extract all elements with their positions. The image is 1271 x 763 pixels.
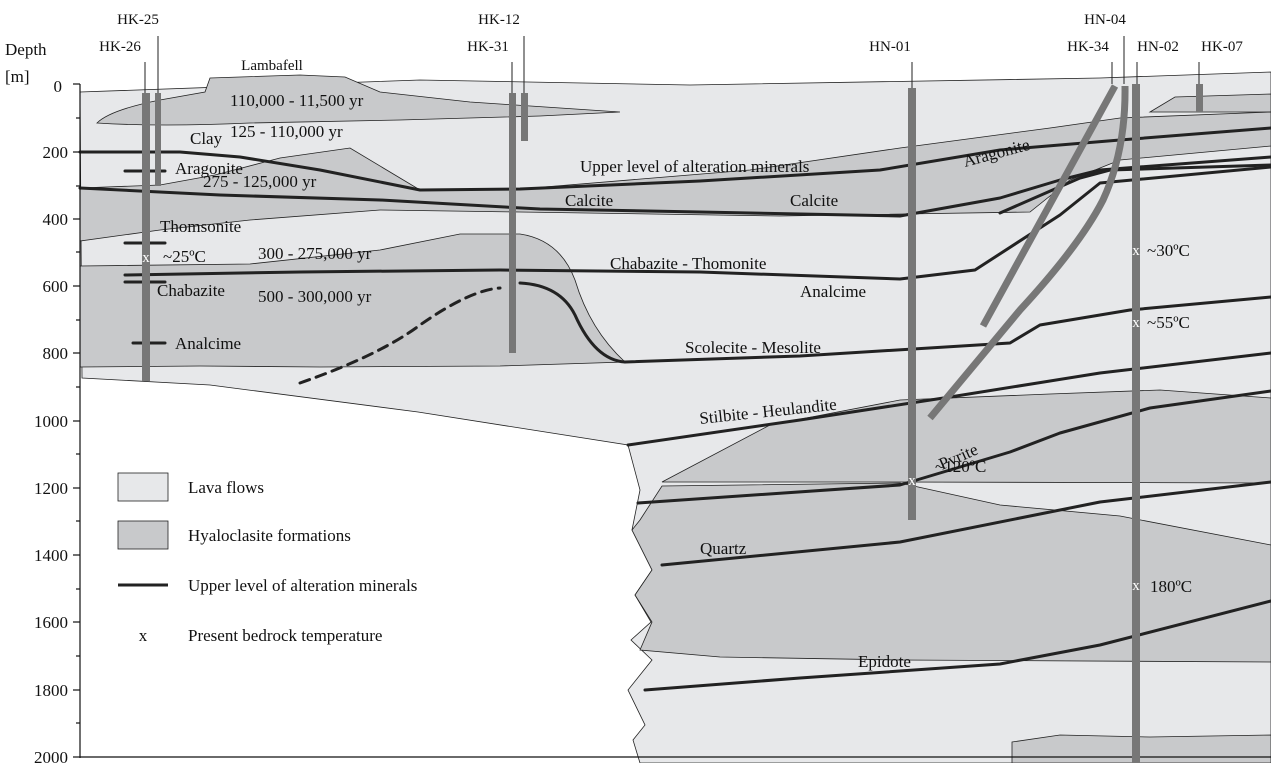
axis-title-depth: Depth — [5, 40, 47, 59]
mineral-scolecite-mesolite: Scolecite - Mesolite — [685, 338, 821, 357]
tick-label-200: 200 — [43, 143, 69, 162]
well-label-hn01: HN-01 — [869, 39, 911, 55]
well-hk12 — [521, 93, 528, 141]
tick-label-1200: 1200 — [34, 479, 68, 498]
boreholes — [142, 36, 1203, 763]
legend-label-hyalo: Hyaloclasite formations — [188, 526, 351, 545]
pyrite-line — [636, 389, 1271, 505]
axis-title-unit: [m] — [5, 67, 30, 86]
temp-marker-hn02-55: x — [1132, 315, 1140, 331]
mineral-aragonite-left: Aragonite — [175, 159, 243, 178]
tick-label-1400: 1400 — [34, 546, 68, 565]
temp-120: ~120ºC — [935, 457, 986, 476]
tick-label-0: 0 — [54, 77, 63, 96]
chabazite-dome-line — [518, 281, 627, 364]
aragonite-level-line — [78, 126, 1271, 192]
tick-label-600: 600 — [43, 277, 69, 296]
well-labels: HK-25 HK-26 HK-12 HK-31 HN-01 HN-04 HK-3… — [99, 12, 1243, 74]
age-label-3: 275 - 125,000 yr — [203, 172, 317, 191]
well-hk31 — [509, 93, 516, 353]
clay-level-line — [998, 163, 1271, 215]
temperature-markers: x ~25ºC x ~30ºC x ~55ºC x ~120ºC x 180ºC — [142, 241, 1192, 596]
mineral-calcite-2: Calcite — [790, 191, 838, 210]
tick-label-2000: 2000 — [34, 748, 68, 763]
mineral-chabazite-thomonite: Chabazite - Thomonite — [610, 254, 766, 273]
well-hk25 — [155, 93, 161, 186]
temp-marker-hn02-180: x — [1132, 578, 1140, 594]
age-label-5: 500 - 300,000 yr — [258, 287, 372, 306]
legend: Lava flows Hyaloclasite formations Upper… — [117, 472, 417, 645]
well-label-hn02: HN-02 — [1137, 39, 1179, 55]
mineral-calcite-1: Calcite — [565, 191, 613, 210]
hyaloclastite-bottom-lens — [1011, 734, 1271, 763]
alteration-lines — [78, 126, 1271, 692]
well-hk34-deviated — [979, 84, 1119, 328]
well-hn04-deviated — [927, 85, 1129, 421]
legend-label-upper: Upper level of alteration minerals — [188, 576, 417, 595]
temp-marker-hk26: x — [142, 250, 150, 266]
well-hk07 — [1196, 84, 1203, 112]
mineral-epidote: Epidote — [858, 652, 911, 671]
well-label-hk34: HK-34 — [1067, 39, 1109, 55]
tick-label-1000: 1000 — [34, 412, 68, 431]
epidote-line — [643, 599, 1271, 692]
tick-label-1600: 1600 — [34, 613, 68, 632]
tick-label-800: 800 — [43, 344, 69, 363]
mineral-thomsonite: Thomsonite — [160, 217, 241, 236]
depth-axis: Depth [m] 0 200 400 600 800 1000 1200 14… — [5, 40, 1271, 763]
geology-units — [79, 71, 1271, 763]
mineral-clay: Clay — [190, 129, 223, 148]
hyaloclastite-right-upper — [1148, 93, 1271, 113]
legend-label-temp: Present bedrock temperature — [188, 626, 382, 645]
well-label-hk25: HK-25 — [117, 12, 159, 28]
well-hn02 — [1132, 84, 1140, 763]
well-label-hk26: HK-26 — [99, 39, 141, 55]
mineral-analcime-left: Analcime — [175, 334, 241, 353]
temp-25: ~25ºC — [163, 247, 206, 266]
well-label-hk31: HK-31 — [467, 39, 509, 55]
hyaloclastite-upper-band — [79, 111, 1271, 242]
well-hn01 — [908, 88, 916, 520]
legend-marker-x: x — [139, 626, 148, 645]
quartz-line — [660, 480, 1271, 567]
mineral-upper-level: Upper level of alteration minerals — [580, 157, 809, 176]
hyaloclastite-deep-body — [631, 482, 1271, 663]
legend-swatch-hyalo — [117, 520, 169, 550]
temp-180: 180ºC — [1150, 577, 1192, 596]
age-label-2: 125 - 110,000 yr — [230, 122, 343, 141]
calcite-level-line — [78, 155, 1271, 218]
temp-marker-hn02-30: x — [1132, 243, 1140, 259]
chabazite-dashed-line — [298, 286, 502, 385]
mineral-quartz: Quartz — [700, 539, 747, 558]
temp-marker-hn01-120: x — [908, 473, 916, 489]
legend-label-lava: Lava flows — [188, 478, 264, 497]
age-labels: 110,000 - 11,500 yr 125 - 110,000 yr 275… — [203, 91, 372, 306]
mineral-analcime-mid: Analcime — [800, 282, 866, 301]
lambafell-label: Lambafell — [241, 58, 303, 74]
mineral-chabazite: Chabazite — [157, 281, 225, 300]
well-label-hk12: HK-12 — [478, 12, 520, 28]
well-hk26 — [142, 93, 150, 381]
scolecite-mesolite-line — [623, 295, 1271, 364]
age-label-1: 110,000 - 11,500 yr — [230, 91, 364, 110]
chabazite-thomonite-line — [123, 165, 1271, 281]
temp-55: ~55ºC — [1147, 313, 1190, 332]
tick-label-400: 400 — [43, 210, 69, 229]
legend-swatch-lava — [117, 472, 169, 502]
age-label-4: 300 - 275,000 yr — [258, 244, 372, 263]
tick-label-1800: 1800 — [34, 681, 68, 700]
well-label-hn04: HN-04 — [1084, 12, 1126, 28]
temp-30: ~30ºC — [1147, 241, 1190, 260]
well-label-hk07: HK-07 — [1201, 39, 1243, 55]
